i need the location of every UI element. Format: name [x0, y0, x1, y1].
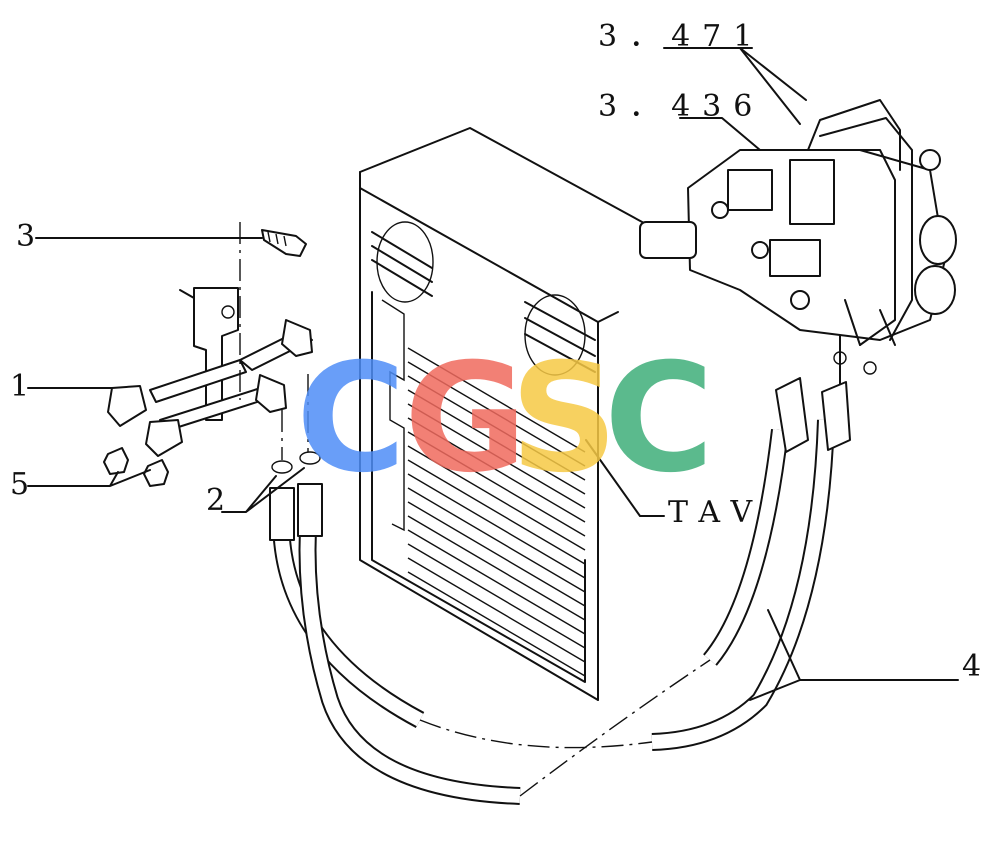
leader-lines: [27, 47, 959, 701]
bracket-assembly: [107, 229, 313, 457]
watermark-logo: C G S C: [296, 332, 714, 506]
callout-2: 2: [206, 483, 225, 518]
nuts: [103, 447, 169, 487]
callout-5: 5: [10, 467, 29, 502]
watermark-letter-3: S: [510, 332, 618, 506]
hydraulic-hoses: [269, 377, 851, 805]
callout-tav: TAV: [668, 495, 764, 530]
callout-3-471: 3．471: [598, 19, 764, 54]
callout-3: 3: [16, 219, 35, 254]
callout-labels: 3．471 3．436 3 1 5 2 4 TAV: [10, 19, 981, 684]
watermark-letter-2: G: [404, 332, 527, 506]
watermark-letter-1: C: [296, 332, 406, 506]
watermark-letter-4: C: [604, 332, 714, 506]
callout-4: 4: [962, 649, 981, 684]
callout-3-436: 3．436: [598, 89, 764, 124]
callout-1: 1: [10, 369, 29, 404]
control-valve-assembly: [639, 99, 957, 375]
seal-washers: [271, 451, 321, 474]
cab-radiator-body: [359, 127, 841, 701]
radiator-grille: [407, 347, 586, 677]
upper-vent: [371, 221, 434, 303]
lower-vent: [524, 294, 596, 376]
